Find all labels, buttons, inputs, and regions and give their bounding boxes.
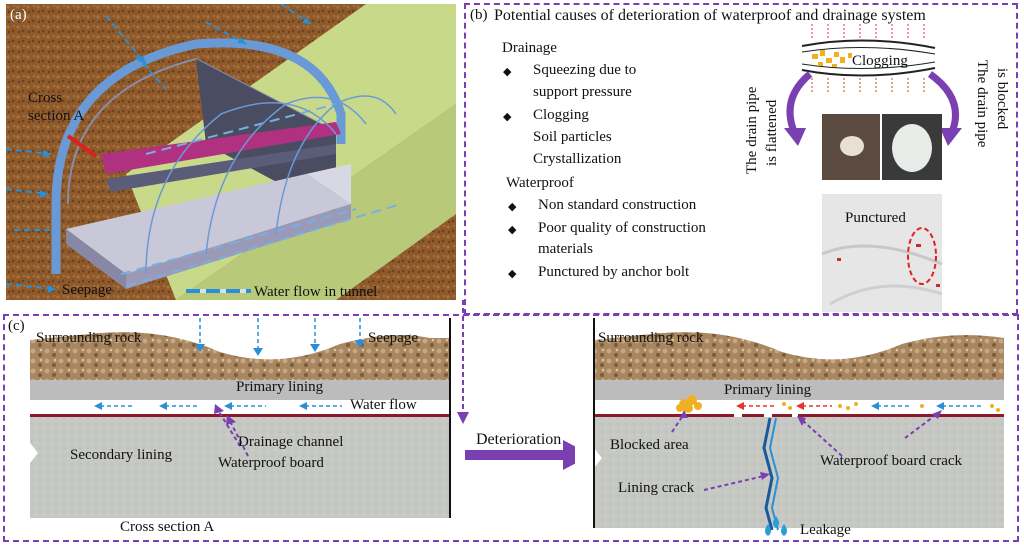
- cross-section-a-label: Cross section A: [120, 519, 215, 535]
- seepage-label: Seepage: [62, 282, 112, 298]
- panel-b-label: (b): [470, 7, 488, 23]
- waterproof-item: materials: [538, 241, 593, 257]
- drain-pipe-illustration: Clogging Punctured The drain pipe is fla…: [744, 24, 1010, 312]
- cross-section-label: Cross: [28, 90, 63, 106]
- waterproof-heading: Waterproof: [506, 175, 574, 191]
- waterproof-board-crack-label: Waterproof board crack: [820, 453, 963, 469]
- panel-a: (a) Cross section A Seepage Water flow i…: [6, 4, 456, 300]
- lining-crack-label: Lining crack: [618, 480, 695, 496]
- primary-lining-label: Primary lining: [236, 379, 324, 395]
- leakage-label: Leakage: [800, 522, 851, 538]
- surrounding-rock-label: Surrounding rock: [36, 330, 142, 346]
- deteriorated-cross-section: [593, 318, 1004, 536]
- svg-text:is blocked: is blocked: [994, 68, 1010, 130]
- primary-lining-label: Primary lining: [724, 382, 812, 398]
- punctured-label: Punctured: [845, 210, 906, 226]
- drainage-heading: Drainage: [502, 40, 557, 56]
- water-flow-label: Water flow: [350, 397, 417, 413]
- tunnel-3d-illustration: [6, 4, 456, 300]
- flattened-label: The drain pipe is flattened: [744, 86, 780, 174]
- bullet-icon: ◆: [508, 268, 517, 280]
- clogging-label: Clogging: [852, 53, 908, 69]
- drainage-channel-label: Drainage channel: [238, 434, 344, 450]
- panel-a-label: (a): [10, 7, 27, 23]
- seepage-label: Seepage: [368, 330, 418, 346]
- deterioration-label: Deterioration: [476, 431, 562, 448]
- waterproof-item: Non standard construction: [538, 197, 697, 213]
- surrounding-rock-label: Surrounding rock: [598, 330, 704, 346]
- cross-section-label-2: section A: [28, 108, 85, 124]
- blocked-area-label: Blocked area: [610, 437, 689, 453]
- water-flow-legend-label: Water flow in tunnel: [254, 284, 378, 300]
- blocked-label: The drain pipe is blocked: [974, 60, 1010, 148]
- intact-cross-section: [30, 318, 451, 518]
- bullet-icon: ◆: [503, 66, 512, 78]
- bullet-icon: ◆: [508, 201, 517, 213]
- waterproof-item: Punctured by anchor bolt: [538, 264, 690, 280]
- svg-text:is flattened: is flattened: [764, 99, 780, 166]
- deterioration-arrow: [457, 300, 575, 470]
- drainage-item: Clogging: [533, 107, 589, 123]
- bullet-icon: ◆: [503, 111, 512, 123]
- svg-text:The drain pipe: The drain pipe: [974, 60, 990, 148]
- svg-text:The drain pipe: The drain pipe: [744, 86, 760, 174]
- panel-c-label: (c): [8, 318, 25, 334]
- bullet-icon: ◆: [508, 224, 517, 236]
- secondary-lining-label: Secondary lining: [70, 447, 173, 463]
- drainage-item: Crystallization: [533, 151, 622, 167]
- drainage-item: Soil particles: [533, 129, 612, 145]
- drainage-item: support pressure: [533, 84, 632, 100]
- panel-b-title: Potential causes of deterioration of wat…: [494, 7, 926, 24]
- waterproof-item: Poor quality of construction: [538, 220, 706, 236]
- drainage-item: Squeezing due to: [533, 62, 637, 78]
- panel-c-frame: [3, 314, 1019, 542]
- waterproof-board-label: Waterproof board: [218, 455, 324, 471]
- punctured-board-photo: [822, 194, 942, 312]
